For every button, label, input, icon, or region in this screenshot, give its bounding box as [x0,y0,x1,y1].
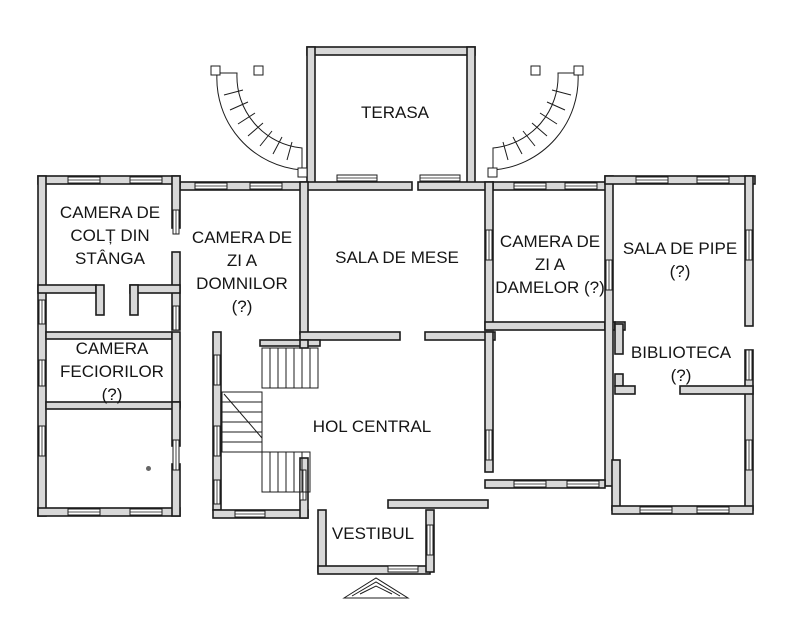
wall-segment [484,331,494,473]
wall-segment [614,385,636,395]
wall-segment [306,46,476,56]
wall-segment [306,46,316,185]
camera-domnilor-line-2: ZI A [226,251,258,270]
label-vestibul: VESTIBUL [332,522,414,545]
camera-domnilor-line-3: DOMNILOR [196,274,288,293]
right-curved-stair-steps [502,89,572,161]
sala-de-mese-text: SALA DE MESE [335,248,459,267]
camera-feciorilor-line-2: FECIORILOR [60,362,164,381]
wall-segment [171,331,181,408]
wall-segment [306,181,413,191]
left-stair-post-top [210,65,221,76]
label-biblioteca: BIBLIOTECA (?) [631,341,731,387]
label-hol-central: HOL CENTRAL [313,415,431,438]
wall-segment [259,339,321,347]
wall-segment [611,505,754,515]
hol-central-text: HOL CENTRAL [312,417,432,436]
label-camera-colt: CAMERA DE COLȚ DIN STÂNGA [60,201,160,270]
wall-segment [299,181,309,335]
left-stair-post-bottom [297,167,308,178]
camera-feciorilor-line-3: (?) [101,385,123,404]
label-sala-de-pipe: SALA DE PIPE (?) [623,237,737,283]
label-camera-feciorilor: CAMERA FECIORILOR (?) [60,337,164,406]
right-stair-post-top [573,65,584,76]
wall-segment [171,401,181,447]
wall-segment [614,373,624,387]
wall-segment [129,284,139,316]
label-camera-damelor: CAMERA DE ZI A DAMELOR (?) [495,230,605,299]
sala-de-pipe-line-1: SALA DE PIPE [622,239,738,258]
wall-segment [299,339,309,349]
wall-segment [604,175,756,185]
interior-stair-top-flight [261,347,319,389]
wall-segment [604,175,614,487]
label-terasa: TERASA [361,101,429,124]
walls [37,46,756,575]
camera-damelor-line-3: DAMELOR (?) [495,278,605,297]
wall-segment [424,331,496,341]
camera-feciorilor-line-1: CAMERA [75,339,149,358]
right-stair-post-bottom [487,167,498,178]
label-sala-de-mese: SALA DE MESE [335,246,459,269]
biblioteca-line-2: (?) [670,366,692,385]
vestibul-text: VESTIBUL [331,524,415,543]
camera-colt-line-2: COLȚ DIN [70,226,150,245]
camera-damelor-line-1: CAMERA DE [499,232,601,251]
left-curved-stair-steps [223,89,293,161]
wall-segment [95,284,105,316]
windows [38,174,753,573]
wall-segment [484,321,606,331]
wall-segment [614,323,624,355]
biblioteca-line-1: BIBLIOTECA [630,343,732,362]
terasa-text: TERASA [360,103,430,122]
staircases [210,65,584,599]
camera-colt-line-1: CAMERA DE [59,203,161,222]
floor-mark [146,466,151,471]
left-stair-post-mid [253,65,264,76]
wall-segment [387,499,489,509]
entrance-steps [342,577,410,599]
camera-domnilor-line-4: (?) [231,297,253,316]
wall-segment [171,463,181,517]
right-stair-post-mid [530,65,541,76]
wall-segment [37,175,47,517]
interior-stair-bottom-flight [261,451,311,493]
right-curved-stair [492,72,579,171]
camera-domnilor-line-1: CAMERA DE [191,228,293,247]
camera-damelor-line-2: ZI A [534,255,566,274]
wall-segment [317,509,327,573]
wall-segment [611,459,621,511]
label-camera-domnilor: CAMERA DE ZI A DOMNILOR (?) [192,226,292,318]
left-curved-stair [216,72,303,171]
interior-stair-mid-flight [221,391,263,453]
wall-segment [299,331,401,341]
wall-segment [466,46,476,185]
wall-segment [679,385,754,395]
wall-segment [37,284,97,294]
wall-segment [417,181,494,191]
camera-colt-line-3: STÂNGA [75,249,145,268]
sala-de-pipe-line-2: (?) [669,262,691,281]
